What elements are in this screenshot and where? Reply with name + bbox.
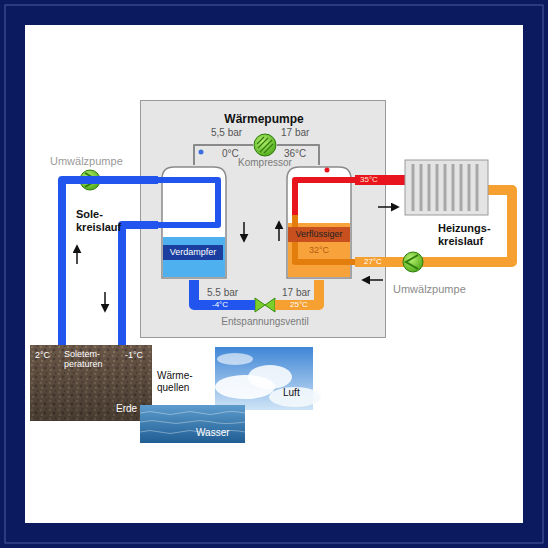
soil-shade (30, 345, 152, 421)
pipe-connector (275, 280, 319, 305)
compressor-stripes (257, 137, 273, 153)
label-text: -4°C (212, 300, 228, 309)
label-text: 17 bar (282, 287, 310, 299)
radiator (405, 160, 488, 215)
pump-symbol (80, 170, 100, 190)
pump-circle (403, 252, 423, 272)
label-text: Soletem- peraturen (64, 349, 112, 370)
node-text: Verdampfer (163, 245, 223, 260)
node-text: Entspannungsventil (205, 316, 325, 328)
compressor-symbol: Kompressor (253, 133, 277, 157)
pump-chevron (406, 255, 418, 269)
valve-shape (255, 298, 275, 312)
label-text: 5,5 bar (211, 127, 242, 139)
node-art (158, 165, 230, 280)
node-text: Verflüssiger (288, 227, 350, 242)
water-source: Wasser (140, 405, 245, 443)
water-photo (140, 405, 245, 443)
label-text: 36°C (284, 148, 306, 160)
expansion-valve: Entspannungsventil (255, 298, 275, 312)
pipe-connector (122, 225, 158, 345)
flow-arrow (104, 292, 106, 311)
node-text: 32°C (288, 245, 350, 255)
pump-symbol (403, 252, 423, 272)
label-text: 27°C (364, 257, 382, 266)
evaporator-vessel: Verdampfer (158, 165, 230, 280)
label-text: Heizungs- kreislauf (438, 222, 504, 247)
pipe-connector (194, 280, 255, 305)
panel (25, 25, 523, 523)
label-text: 35°C (360, 175, 378, 184)
label-text: 0°C (222, 148, 239, 160)
node-text: Erde (116, 403, 137, 415)
pipe-connector (277, 145, 319, 165)
frame-line (5, 5, 543, 543)
pipe-connector (62, 180, 158, 345)
heating-coil-hot (295, 180, 355, 215)
label-text: 5.5 bar (207, 287, 238, 299)
node-text: Wärmepumpe (141, 113, 387, 127)
radiator-fins (413, 164, 477, 211)
node-text: Wasser (196, 427, 230, 439)
label-text: Wärme- quellen (157, 370, 207, 393)
radiator-body (405, 160, 488, 215)
pump-circle (80, 170, 100, 190)
flow-arrow (76, 246, 78, 264)
node-art (253, 133, 277, 157)
condenser-vessel: Verflüssiger 32°C (283, 165, 355, 280)
node-text: Luft (283, 387, 300, 399)
node-art (215, 347, 313, 410)
cloud (248, 365, 292, 389)
label-text: -1°C (125, 350, 143, 360)
label-text: 25°C (290, 300, 308, 309)
cloud (217, 353, 253, 365)
label-text: Umwälzpumpe (50, 155, 123, 168)
label-text: Umwälzpumpe (393, 283, 466, 296)
node-art (283, 165, 355, 280)
compressor-circle (254, 134, 276, 156)
brine-coil (158, 180, 218, 225)
refrigerant-fill (163, 237, 225, 277)
node-art (255, 298, 275, 312)
cloud (269, 387, 321, 407)
heat-pump-box: WärmepumpeKompressorVerdampfer Verflüssig… (140, 100, 386, 338)
pump-chevron (85, 173, 97, 187)
label-text: 17 bar (281, 127, 309, 139)
label-text: 2°C (35, 350, 50, 360)
air-source: Luft (215, 347, 313, 410)
soil-photo (30, 345, 152, 421)
label-text: Sole- kreislauf (76, 208, 126, 233)
pipe-connector (194, 145, 253, 165)
